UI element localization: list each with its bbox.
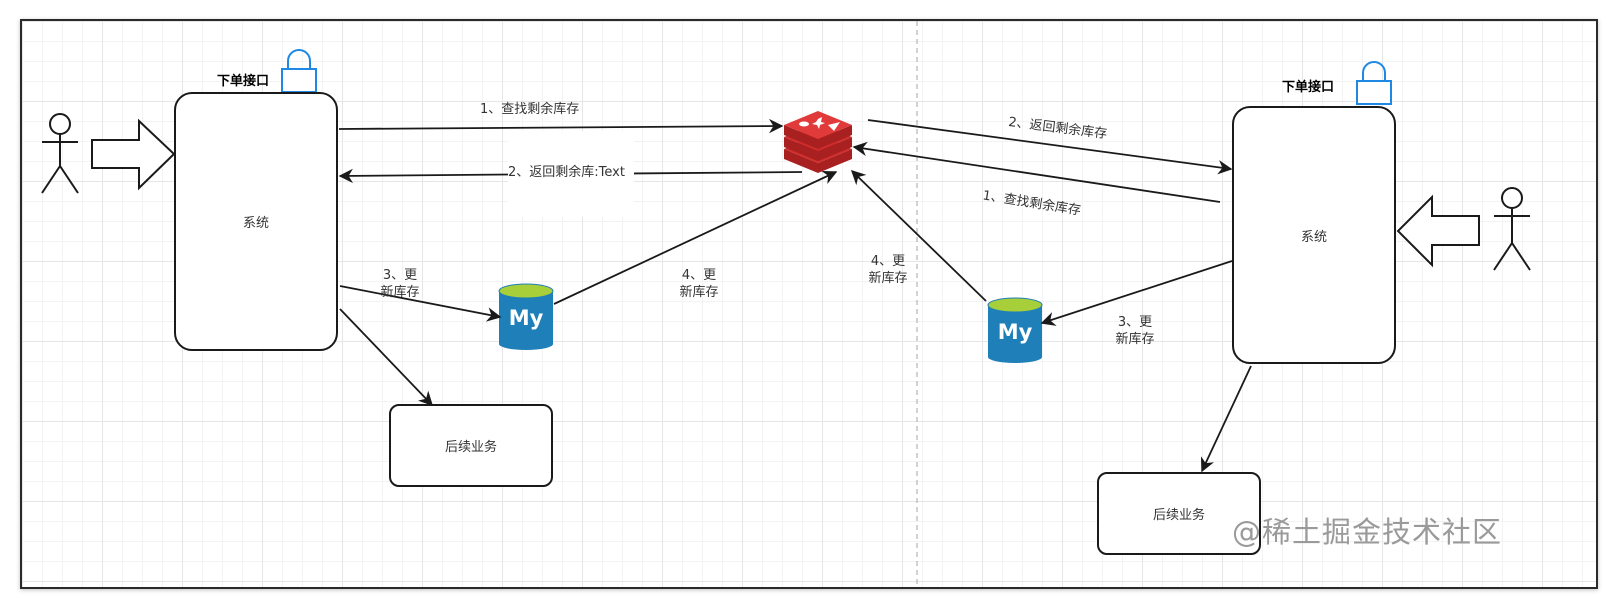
edge-label-line: 新库存 [380, 285, 420, 300]
edge-right-query [852, 141, 1221, 203]
edge-left-followup [339, 308, 433, 407]
edge-label-left-update-redis: 4、更 新库存 [679, 267, 719, 301]
watermark: @稀土掘金技术社区 [1232, 515, 1503, 549]
block-arrow-icon [1396, 194, 1480, 268]
lock-label-right: 下单接口 [1282, 80, 1335, 95]
edge-right-return [867, 119, 1233, 175]
person-icon [1493, 187, 1531, 271]
edge-label-left-query: 1、查找剩余库存 [480, 102, 580, 117]
system-node-left[interactable]: 系统 [174, 92, 338, 351]
edge-label-right-update-mysql: 3、更 新库存 [1115, 314, 1155, 348]
followup-node-right[interactable]: 后续业务 [1097, 472, 1261, 555]
block-arrow-icon [91, 118, 176, 191]
diagram-canvas: 系统 后续业务 系统 后续业务 My My 下单接口 下单接口 1、查找剩余库存… [20, 19, 1598, 589]
system-node-right[interactable]: 系统 [1232, 106, 1396, 364]
edge-label-line: 新库存 [868, 271, 908, 286]
edge-left-query [338, 118, 784, 134]
edge-right-followup [1200, 365, 1252, 473]
edge-right-update-redis [850, 169, 987, 302]
edge-right-update-mysql [1040, 260, 1233, 326]
edge-label-line: 4、更 [870, 254, 906, 269]
person-icon [41, 113, 79, 194]
edge-label-line: 新库存 [1115, 332, 1155, 347]
lock-icon [281, 49, 317, 93]
followup-label: 后续业务 [444, 440, 497, 455]
edge-left-update-redis [553, 170, 838, 305]
lock-label-left: 下单接口 [217, 74, 270, 89]
edge-label-right-update-redis: 4、更 新库存 [868, 253, 908, 287]
system-label: 系统 [1300, 229, 1327, 245]
followup-node-left[interactable]: 后续业务 [389, 404, 553, 487]
edge-label-left-return: 2、返回剩余库:Text [508, 164, 625, 181]
mysql-icon [987, 297, 1043, 363]
edge-label-left-update-mysql: 3、更 新库存 [380, 267, 420, 301]
mysql-icon-text: My [997, 320, 1033, 344]
edge-left-update-mysql [339, 285, 502, 322]
edge-label-line: 新库存 [679, 285, 719, 300]
edge-label-line: 3、更 [1117, 315, 1153, 330]
edge-label-line: 3、更 [382, 268, 418, 283]
diagram-svg [41, 21, 1531, 587]
redis-icon [784, 111, 852, 173]
followup-label: 后续业务 [1152, 508, 1205, 523]
mysql-icon [498, 283, 554, 350]
edge-label-line: 4、更 [681, 268, 717, 283]
system-label: 系统 [242, 216, 269, 231]
lock-icon [1356, 61, 1392, 105]
mysql-icon-text: My [508, 306, 544, 330]
